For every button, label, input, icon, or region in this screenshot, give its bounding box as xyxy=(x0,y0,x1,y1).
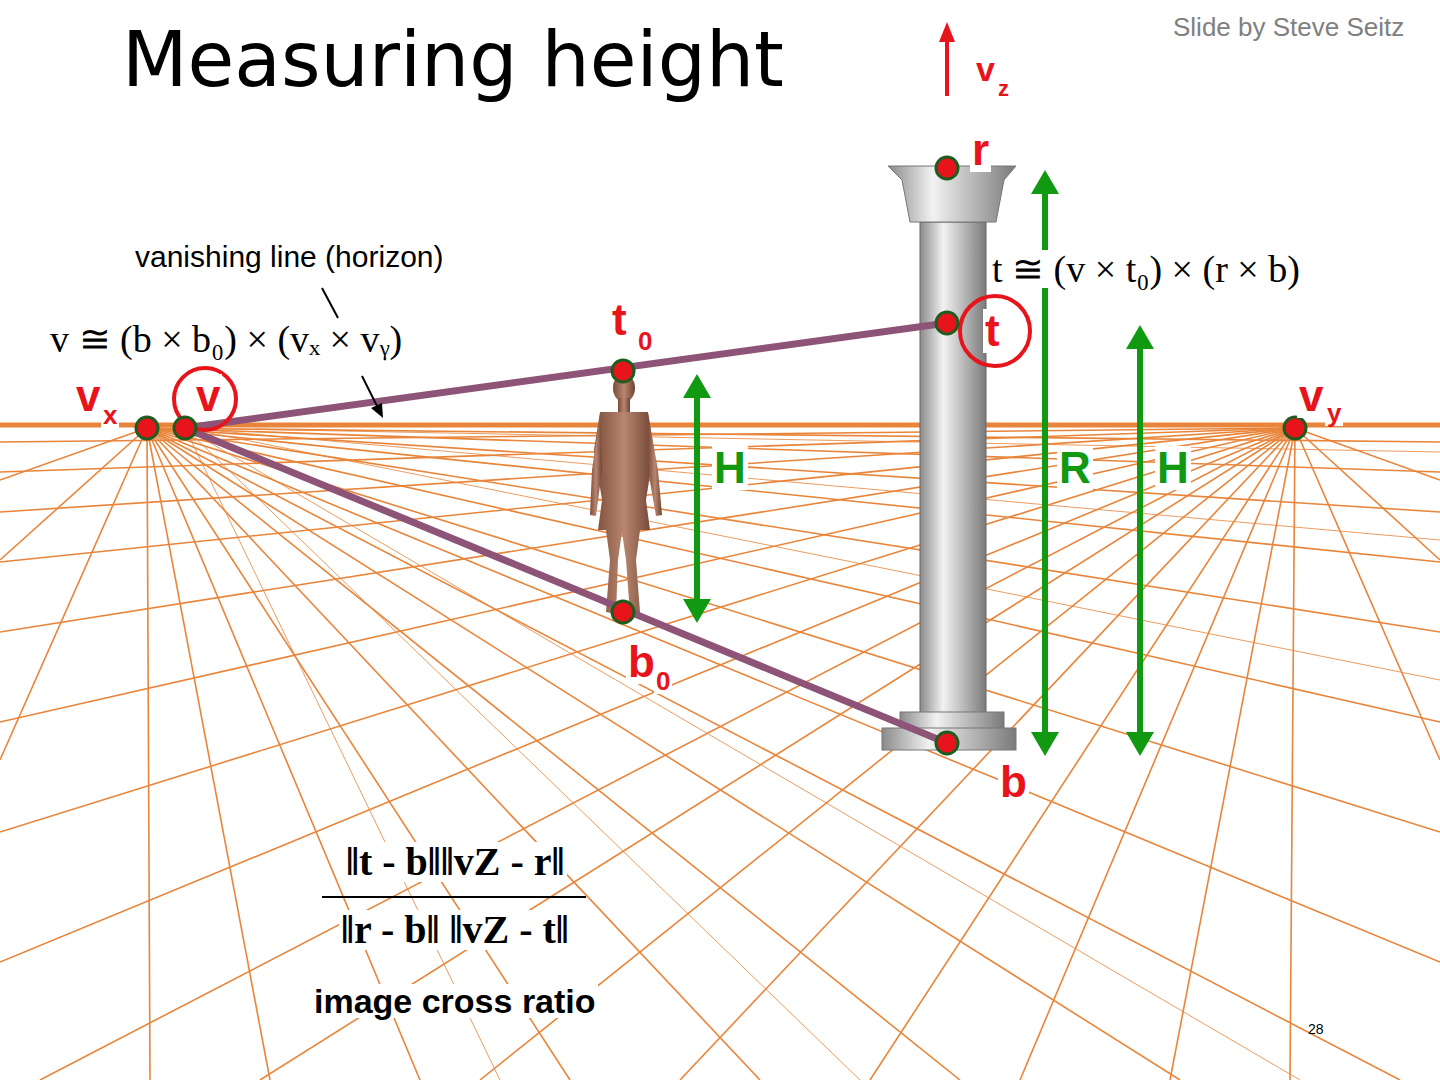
ground-grid xyxy=(0,428,1440,1080)
point-label: r xyxy=(970,128,991,172)
point-label: b xyxy=(626,640,657,684)
height-label: H xyxy=(712,446,748,490)
cross-ratio-numerator: ‖t - b‖‖vZ - r‖ xyxy=(344,842,567,882)
height-label: H xyxy=(1155,446,1191,490)
point-label: v xyxy=(1297,374,1325,418)
cross-ratio-denominator: ‖r - b‖ ‖vZ - t‖ xyxy=(339,910,571,950)
caption-text: image cross ratio xyxy=(312,984,598,1018)
vanishing-point-label: v xyxy=(974,52,997,86)
fraction-bar xyxy=(322,896,586,898)
formula: v ≅ (b × b₀) × (vₓ × vᵧ) xyxy=(48,320,404,358)
annotation: vanishing line (horizon) xyxy=(133,242,446,272)
construction-lines xyxy=(185,323,947,743)
point-label: v xyxy=(74,374,102,418)
subscript: x xyxy=(101,402,119,428)
subscript: 0 xyxy=(638,328,652,354)
vz-arrow xyxy=(939,22,955,96)
formula: t ≅ (v × t₀) × (r × b) xyxy=(990,250,1302,288)
point-label: b xyxy=(998,760,1029,804)
point-label: t xyxy=(983,309,1002,353)
point-label: t xyxy=(612,298,627,342)
slide-title: Measuring height xyxy=(122,22,784,98)
credit-note: Slide by Steve Seitz xyxy=(1173,14,1404,40)
point-label: v xyxy=(194,374,222,418)
height-label: R xyxy=(1057,446,1093,490)
highlight-circles xyxy=(174,296,1030,430)
page-number: 28 xyxy=(1308,1022,1324,1036)
grid-rays-v xyxy=(185,428,1440,1080)
subscript: y xyxy=(1325,400,1343,426)
person xyxy=(590,374,662,614)
subscript: z xyxy=(996,78,1011,100)
subscript: 0 xyxy=(654,668,672,694)
